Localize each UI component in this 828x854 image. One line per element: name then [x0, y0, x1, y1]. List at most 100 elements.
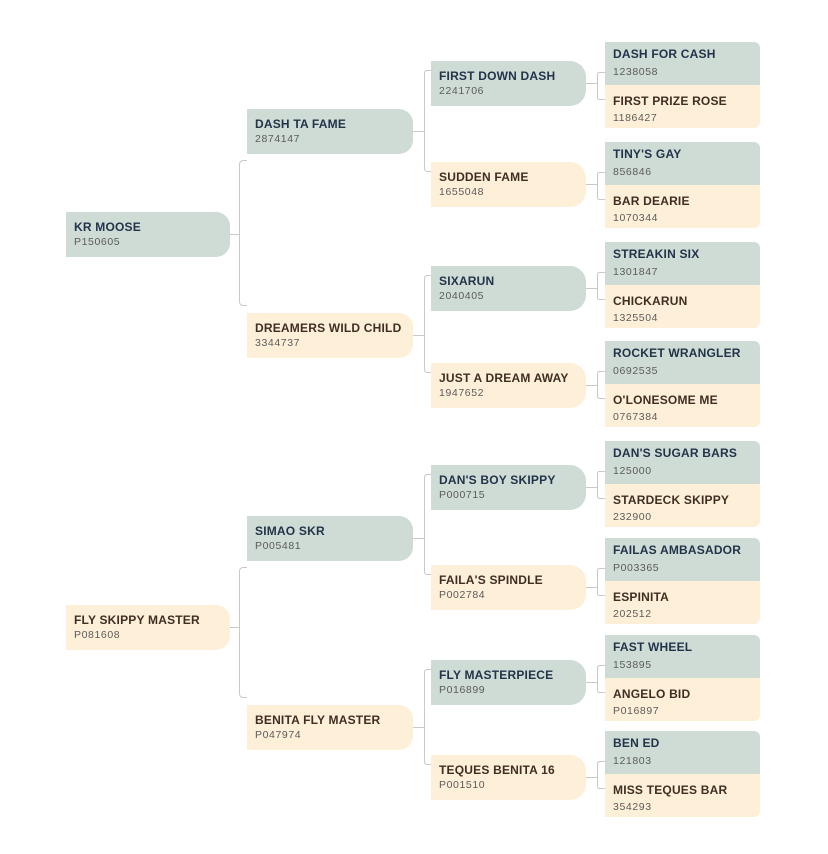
registration-number: 202512 [613, 608, 652, 620]
horse-name: TEQUES BENITA 16 [439, 762, 555, 777]
horse-card[interactable]: FAST WHEEL 153895 [605, 635, 760, 678]
horse-name: FIRST DOWN DASH [439, 68, 556, 83]
horse-name: DAN'S BOY SKIPPY [439, 472, 556, 487]
registration-number: P016899 [439, 683, 486, 696]
registration-number: 0767384 [613, 411, 659, 423]
horse-name: KR MOOSE [74, 219, 141, 234]
horse-name: FLY SKIPPY MASTER [74, 612, 200, 627]
connector-line [597, 272, 605, 300]
horse-name: ESPINITA [613, 590, 670, 604]
horse-card[interactable]: O'LONESOME ME 0767384 [605, 384, 760, 427]
registration-number: 1186427 [613, 112, 658, 124]
registration-number: 0692535 [613, 365, 659, 377]
registration-number: 153895 [613, 659, 652, 671]
horse-card[interactable]: ESPINITA 202512 [605, 581, 760, 624]
horse-name: ROCKET WRANGLER [613, 346, 741, 360]
horse-card[interactable]: MISS TEQUES BAR 354293 [605, 774, 760, 817]
horse-name: DASH FOR CASH [613, 47, 716, 61]
registration-number: 354293 [613, 801, 652, 813]
horse-card[interactable]: CHICKARUN 1325504 [605, 285, 760, 328]
connector-line [424, 275, 431, 373]
horse-card[interactable]: ANGELO BID P016897 [605, 678, 760, 721]
connector-line [239, 567, 247, 698]
horse-name: DAN'S SUGAR BARS [613, 446, 738, 460]
connector-line [597, 172, 605, 200]
registration-number: 125000 [613, 465, 652, 477]
horse-name: SUDDEN FAME [439, 169, 529, 184]
connector-line [597, 371, 605, 399]
connector-line [597, 665, 605, 693]
connector-line [424, 669, 431, 765]
horse-card[interactable]: DAN'S SUGAR BARS 125000 [605, 441, 760, 484]
horse-name: FAILA'S SPINDLE [439, 572, 543, 587]
connector-line [597, 471, 605, 499]
horse-name: STARDECK SKIPPY [613, 493, 730, 507]
connector-line [597, 568, 605, 596]
horse-name: SIMAO SKR [255, 523, 325, 538]
registration-number: 121803 [613, 755, 652, 767]
horse-name: ANGELO BID [613, 687, 691, 701]
registration-number: 1070344 [613, 212, 659, 224]
registration-number: P047974 [255, 728, 302, 741]
registration-number: 1655048 [439, 185, 485, 198]
registration-number: P002784 [439, 588, 486, 601]
registration-number: 1238058 [613, 66, 659, 78]
registration-number: 3344737 [255, 336, 301, 349]
connector-line [424, 70, 431, 172]
registration-number: P150605 [74, 235, 121, 248]
registration-number: P016897 [613, 705, 660, 717]
horse-name: BENITA FLY MASTER [255, 712, 381, 727]
registration-number: P000715 [439, 488, 486, 501]
connector-line [597, 72, 605, 100]
horse-name: FAILAS AMBASADOR [613, 543, 742, 557]
horse-card[interactable]: ROCKET WRANGLER 0692535 [605, 341, 760, 384]
registration-number: P003365 [613, 562, 660, 574]
horse-card[interactable]: FAILAS AMBASADOR P003365 [605, 538, 760, 581]
connector-line [597, 761, 605, 789]
horse-name: O'LONESOME ME [613, 393, 718, 407]
horse-name: CHICKARUN [613, 294, 688, 308]
registration-number: 232900 [613, 511, 652, 523]
registration-number: P005481 [255, 539, 302, 552]
connector-line [424, 474, 431, 575]
registration-number: P081608 [74, 628, 121, 641]
horse-card[interactable]: FIRST PRIZE ROSE 1186427 [605, 85, 760, 128]
horse-card[interactable]: STARDECK SKIPPY 232900 [605, 484, 760, 527]
horse-name: DASH TA FAME [255, 116, 347, 131]
horse-name: MISS TEQUES BAR [613, 783, 728, 797]
horse-name: JUST A DREAM AWAY [439, 370, 569, 385]
horse-name: FIRST PRIZE ROSE [613, 94, 727, 108]
registration-number: 1325504 [613, 312, 659, 324]
connector-line [239, 160, 247, 306]
horse-card[interactable]: BEN ED 121803 [605, 731, 760, 774]
horse-card[interactable]: DASH FOR CASH 1238058 [605, 42, 760, 85]
horse-name: DREAMERS WILD CHILD [255, 320, 402, 335]
registration-number: 2040405 [439, 289, 485, 302]
horse-name: STREAKIN SIX [613, 247, 700, 261]
horse-name: SIXARUN [439, 273, 495, 288]
horse-name: FAST WHEEL [613, 640, 693, 654]
registration-number: 856846 [613, 166, 652, 178]
horse-name: BEN ED [613, 736, 660, 750]
registration-number: P001510 [439, 778, 486, 791]
registration-number: 2241706 [439, 84, 485, 97]
